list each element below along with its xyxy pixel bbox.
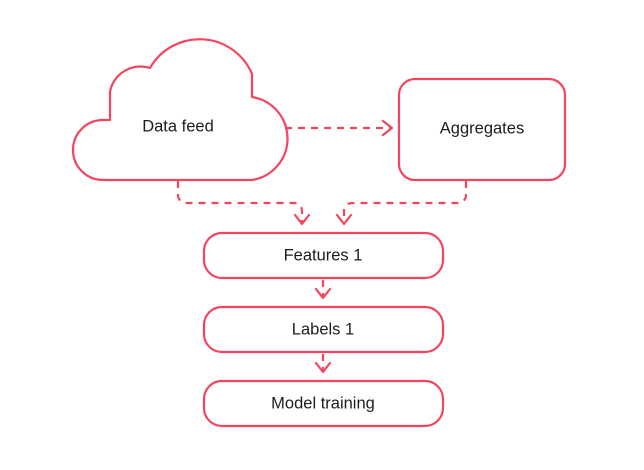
node-model-training[interactable]: Model training — [202, 379, 445, 428]
cloud-shape — [71, 38, 289, 182]
edge-line — [342, 181, 468, 222]
node-label-features-1: Features 1 — [284, 246, 363, 264]
features-1-box — [202, 231, 445, 280]
edge-data-feed-to-features-1 — [176, 181, 311, 226]
labels-1-box — [202, 305, 445, 354]
aggregates-box — [397, 77, 567, 182]
arrowhead-icon — [381, 119, 394, 137]
edge-data-feed-to-aggregates — [285, 119, 394, 137]
node-label-labels-1: Labels 1 — [292, 320, 354, 338]
arrowhead-icon — [335, 213, 353, 226]
node-aggregates[interactable]: Aggregates — [397, 77, 567, 182]
node-label-data-feed: Data feed — [142, 117, 214, 135]
edge-features-1-to-labels-1 — [314, 280, 332, 300]
arrowhead-icon — [314, 287, 332, 300]
node-features-1[interactable]: Features 1 — [202, 231, 445, 280]
edge-aggregates-to-features-1 — [335, 181, 468, 226]
model-training-box — [202, 379, 445, 428]
arrowhead-icon — [293, 213, 311, 226]
arrowhead-icon — [314, 361, 332, 374]
node-data-feed[interactable]: Data feed — [71, 38, 289, 182]
edge-line — [176, 181, 304, 222]
node-label-model-training: Model training — [271, 394, 375, 412]
node-labels-1[interactable]: Labels 1 — [202, 305, 445, 354]
edge-labels-1-to-model-training — [314, 354, 332, 374]
node-label-aggregates: Aggregates — [440, 119, 524, 137]
